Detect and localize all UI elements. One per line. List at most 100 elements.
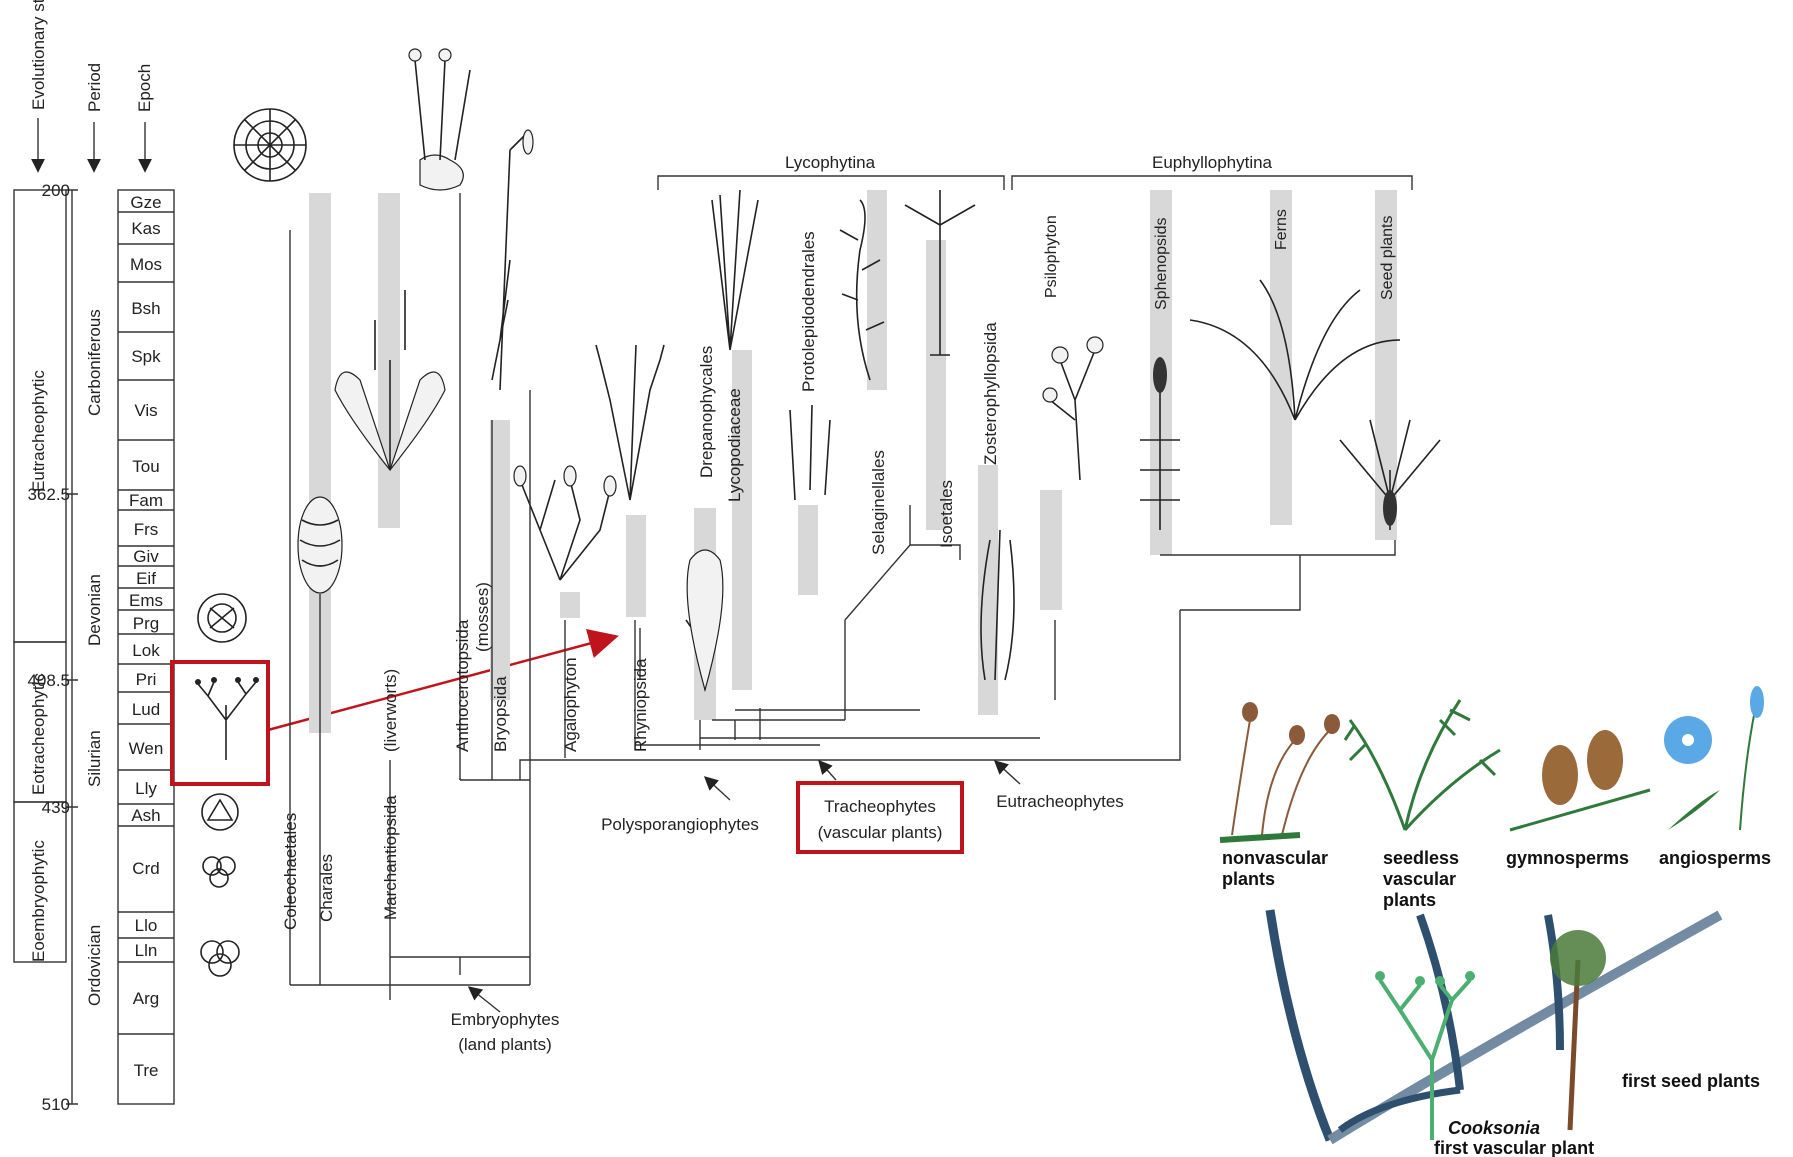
- rhyniopsid-icon: [596, 345, 664, 500]
- inset-branch: [1420, 915, 1460, 1090]
- epoch-label: Wen: [129, 739, 164, 758]
- age-200: 200: [42, 181, 70, 200]
- clade-annotations: Embryophytes (land plants) Polysporangio…: [451, 762, 1124, 1054]
- clade-brackets: Lycophytina Euphyllophytina: [658, 153, 1412, 190]
- spore-icon: [203, 857, 235, 887]
- spore-icon: [234, 109, 306, 181]
- protolepidodendrales-icon: [790, 405, 830, 500]
- taxon-selaginellales: Selaginellales: [869, 450, 888, 555]
- epoch-label: Bsh: [131, 299, 160, 318]
- svg-text:Evolutionary stage: Evolutionary stage: [29, 0, 48, 110]
- svg-text:Period: Period: [85, 63, 104, 112]
- epoch-label: Tre: [134, 1061, 159, 1080]
- taxon-zosterophyllopsida: Zosterophyllopsida: [981, 322, 1000, 465]
- inset-first-seed-plants: first seed plants: [1622, 1071, 1760, 1091]
- epoch-label: Mos: [130, 255, 162, 274]
- taxon-isoetales: Isoetales: [937, 480, 956, 548]
- age-510: 510: [42, 1095, 70, 1114]
- taxon-labels: Coleochaetales Charales Marchantiopsida …: [281, 209, 1396, 930]
- epoch-label: Pri: [136, 670, 157, 689]
- taxon-lycopodiaceae: Lycopodiaceae: [725, 388, 744, 502]
- stage-eutracheophytic: Eutracheophytic: [29, 370, 48, 492]
- header-epoch: Epoch: [135, 64, 154, 170]
- annotation-eutracheophytes: Eutracheophytes: [996, 792, 1124, 811]
- annotation-embryophytes: Embryophytes: [451, 1010, 560, 1029]
- epoch-label: Eif: [136, 569, 156, 588]
- epoch-label: Prg: [133, 614, 159, 633]
- taxon-sphenopsids: Sphenopsids: [1153, 217, 1170, 310]
- inset-seedless-line1: seedless: [1383, 848, 1459, 868]
- inset-seedless-line3: plants: [1383, 890, 1436, 910]
- epoch-label: Frs: [134, 520, 159, 539]
- epoch-label: Spk: [131, 347, 161, 366]
- fern-icon: [1190, 280, 1400, 420]
- annotation-vascular-plants: (vascular plants): [818, 823, 943, 842]
- inset-gymnosperms: gymnosperms: [1506, 848, 1629, 868]
- age-362: 362.5: [27, 485, 70, 504]
- inset-branch: [1270, 910, 1330, 1140]
- clade-lycophytina: Lycophytina: [785, 153, 876, 172]
- hornwort-icon: [409, 49, 470, 190]
- epoch-label: Ash: [131, 806, 160, 825]
- stage-eoembryophytic: Eoembryophytic: [29, 840, 48, 962]
- drepanophycales-icon: [686, 550, 723, 690]
- psilophyton-icon: [1043, 337, 1103, 480]
- epoch-label: Ems: [129, 591, 163, 610]
- period-devonian: Devonian: [85, 574, 104, 646]
- epoch-label: Gze: [130, 193, 161, 212]
- isoetales-icon: [905, 190, 975, 355]
- inset-angiosperms: angiosperms: [1659, 848, 1771, 868]
- stage-column: Eutracheophytic Eotracheophytic Eoembryo…: [14, 190, 66, 962]
- taxon-psilophyton: Psilophyton: [1043, 215, 1060, 298]
- annotation-tracheophytes: Tracheophytes: [824, 797, 936, 816]
- epoch-label: Lly: [135, 779, 157, 798]
- moss-icon: [492, 130, 533, 390]
- taxon-liverworts: (liverworts): [381, 669, 400, 752]
- epoch-label: Lud: [132, 700, 160, 719]
- clade-euphyllophytina: Euphyllophytina: [1152, 153, 1273, 172]
- taxon-drepanophycales: Drepanophycales: [697, 346, 716, 478]
- annotation-polysporangiophytes: Polysporangiophytes: [601, 815, 759, 834]
- lycopodiaceae-icon: [712, 190, 758, 350]
- epoch-label: Vis: [134, 401, 157, 420]
- inset-seedless-line2: vascular: [1383, 869, 1456, 889]
- angiosperm-illustration-icon: [1664, 686, 1764, 830]
- stage-eotracheophytic: Eotracheophytic: [29, 673, 48, 795]
- taxon-protolepidodendrales: Protolepidodendrales: [799, 231, 818, 392]
- inset-nonvascular-line2: plants: [1222, 869, 1275, 889]
- taxon-coleochaetales: Coleochaetales: [281, 813, 300, 930]
- epoch-label: Giv: [133, 547, 159, 566]
- period-silurian: Silurian: [85, 730, 104, 787]
- epoch-label: Arg: [133, 989, 159, 1008]
- age-408: 408.5: [27, 671, 70, 690]
- taxon-agalophyton: Agalophyton: [561, 657, 580, 752]
- age-439: 439: [42, 798, 70, 817]
- annotation-land-plants: (land plants): [458, 1035, 552, 1054]
- spore-icon: [201, 941, 239, 976]
- fern-illustration-icon: [1345, 700, 1500, 830]
- epoch-label: Tou: [132, 457, 159, 476]
- spore-icon: [202, 794, 238, 830]
- taxon-bryopsida: Bryopsida: [491, 676, 510, 752]
- inset-nonvascular-line1: nonvascular: [1222, 848, 1328, 868]
- taxon-ferns: Ferns: [1273, 209, 1290, 250]
- taxon-anthocerotopsida: Anthocerotopsida: [453, 619, 472, 752]
- taxon-charales: Charales: [317, 854, 336, 922]
- moss-illustration-icon: [1220, 702, 1340, 840]
- period-carboniferous: Carboniferous: [85, 309, 104, 416]
- taxon-rhyniopsida: Rhyniopsida: [631, 658, 650, 752]
- taxon-marchantiopsida: Marchantiopsida: [381, 795, 400, 920]
- cooksonia-icon: [1375, 971, 1475, 1140]
- epoch-label: Kas: [131, 219, 160, 238]
- inset-cooksonia: Cooksonia: [1448, 1118, 1540, 1138]
- epoch-column: Gze Kas Mos Bsh Spk Vis Tou Fam Frs Giv …: [118, 190, 174, 1104]
- period-ordovician: Ordovician: [85, 925, 104, 1006]
- taxon-seed-plants: Seed plants: [1379, 215, 1396, 300]
- epoch-label: Lln: [135, 941, 158, 960]
- epoch-label: Crd: [132, 859, 159, 878]
- inset-branch: [1548, 915, 1560, 1050]
- spore-icon: [198, 594, 246, 642]
- epoch-label: Llo: [135, 916, 158, 935]
